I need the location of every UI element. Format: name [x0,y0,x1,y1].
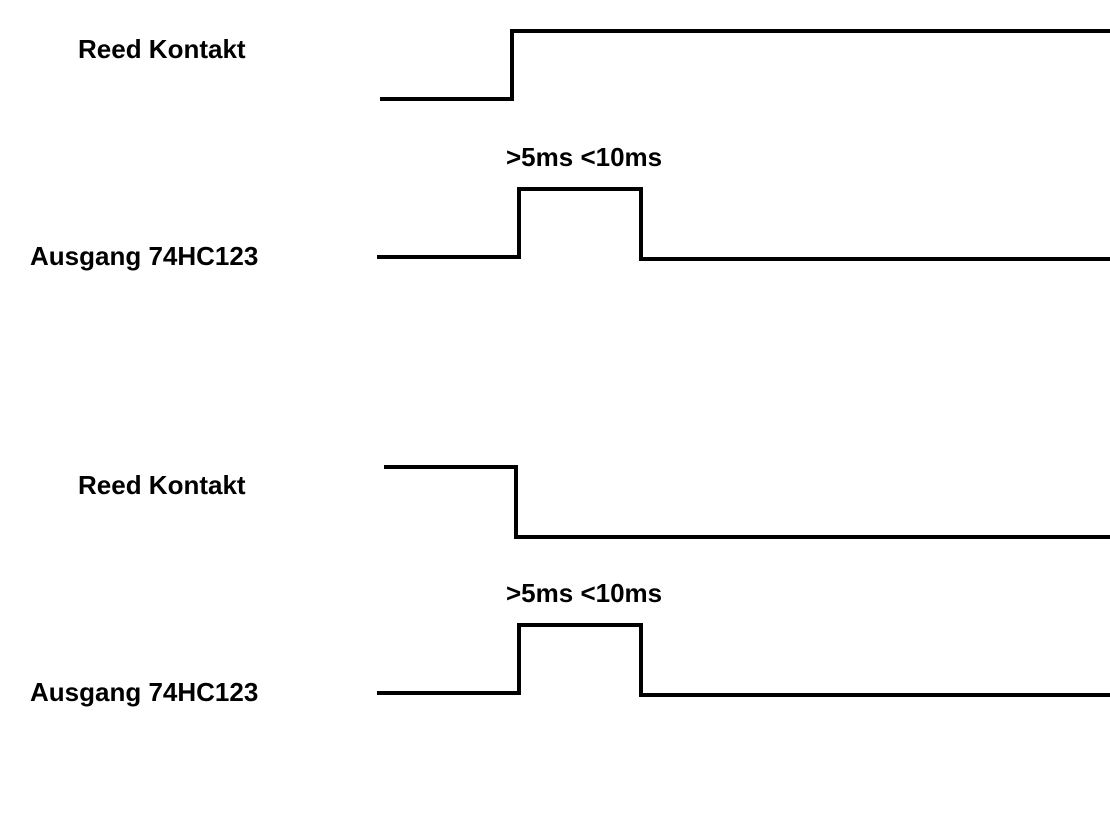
panel-falling-edge: Reed Kontakt >5ms <10ms Ausgang 74HC123 [30,465,1110,707]
pulse-duration-label: >5ms <10ms [506,578,662,608]
output-74hc123-label: Ausgang 74HC123 [30,241,258,271]
pulse-duration-label: >5ms <10ms [506,142,662,172]
output-74hc123-waveform [377,187,1110,261]
output-74hc123-label: Ausgang 74HC123 [30,677,258,707]
output-74hc123-waveform [377,623,1110,697]
reed-contact-label: Reed Kontakt [78,34,246,64]
reed-contact-label: Reed Kontakt [78,470,246,500]
reed-contact-waveform [384,465,1110,539]
panel-rising-edge: Reed Kontakt >5ms <10ms Ausgang 74HC123 [30,29,1110,271]
reed-contact-waveform [380,29,1110,101]
